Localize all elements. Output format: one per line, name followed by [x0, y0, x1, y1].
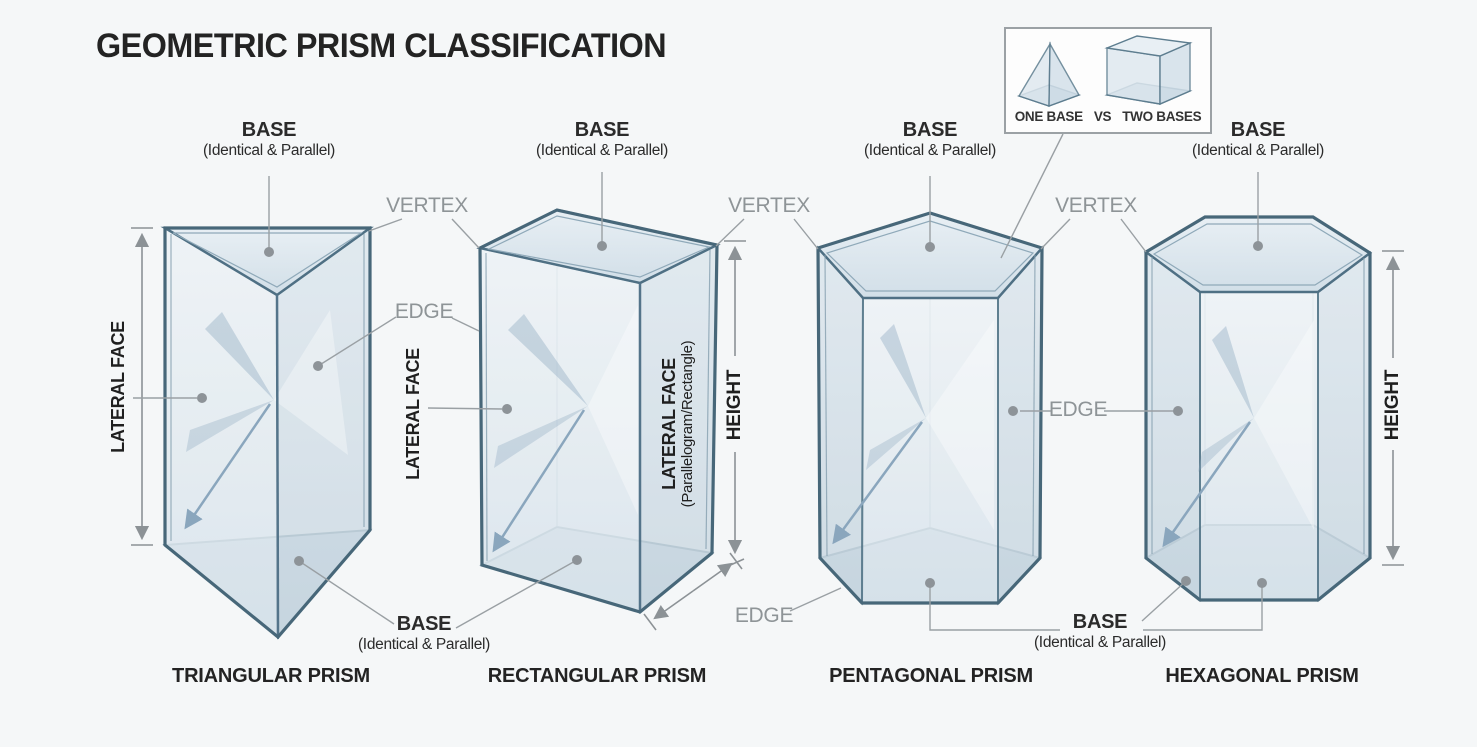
caption-rectangular-prism: RECTANGULAR PRISM — [487, 665, 707, 687]
height-label-hexagonal: HEIGHT — [1382, 369, 1403, 441]
pentagonal-prism-figure — [815, 211, 1045, 606]
lateral-face-label-rectangular: LATERAL FACE — [403, 348, 423, 480]
base-label-text: BASE — [1072, 611, 1128, 633]
page-title: GEOMETRIC PRISM CLASSIFICATION — [96, 27, 667, 65]
base-label-sub: (Identical & Parallel) — [202, 142, 336, 159]
base-label-top-pentagonal: BASE (Identical & Parallel) — [864, 120, 996, 160]
lateral-face-text: LATERAL FACE — [108, 321, 128, 453]
triangular-prism-figure — [160, 226, 374, 640]
vertex-label-1: VERTEX — [386, 194, 468, 217]
lateral-face-sub-text: (Parallelogram/Rectangle) — [679, 340, 696, 508]
two-bases-label: TWO BASES — [1122, 109, 1202, 124]
base-label-top-triangular: BASE (Identical & Parallel) — [203, 120, 335, 160]
base-label-top-hexagonal: BASE (Identical & Parallel) — [1192, 120, 1324, 160]
base-label-sub: (Identical & Parallel) — [357, 636, 491, 653]
base-label-text: BASE — [241, 119, 297, 141]
lateral-face-label-rectangular-right: LATERAL FACE (Parallelogram/Rectangle) — [659, 341, 697, 508]
vertex-label-2: VERTEX — [728, 194, 810, 217]
caption-pentagonal-prism: PENTAGONAL PRISM — [829, 665, 1033, 687]
hexagonal-prism-figure — [1143, 215, 1373, 603]
base-label-bottom-right: BASE (Identical & Parallel) — [1034, 612, 1166, 652]
base-label-text: BASE — [574, 119, 630, 141]
base-label-sub: (Identical & Parallel) — [1191, 142, 1325, 159]
edge-label-3: EDGE — [734, 604, 794, 627]
base-label-top-rectangular: BASE (Identical & Parallel) — [536, 120, 668, 160]
base-label-text: BASE — [1230, 119, 1286, 141]
vertex-label-3: VERTEX — [1055, 194, 1137, 217]
rectangular-prism-figure — [476, 208, 721, 615]
inset-legend-caption: ONE BASE VS TWO BASES — [1004, 109, 1212, 124]
height-label-rectangular: HEIGHT — [724, 369, 745, 441]
lateral-face-text: LATERAL FACE — [403, 348, 423, 480]
prism-icon — [1104, 35, 1193, 106]
one-base-label: ONE BASE — [1014, 109, 1083, 124]
leader-lines — [268, 133, 1263, 631]
base-label-sub: (Identical & Parallel) — [1033, 634, 1167, 651]
edge-label-1: EDGE — [394, 300, 454, 323]
lateral-face-label-triangular: LATERAL FACE — [108, 321, 128, 453]
base-label-text: BASE — [902, 119, 958, 141]
caption-hexagonal-prism: HEXAGONAL PRISM — [1165, 665, 1359, 687]
measure-arrows — [131, 227, 1404, 631]
base-label-sub: (Identical & Parallel) — [535, 142, 669, 159]
lateral-face-leaders — [133, 397, 503, 410]
caption-triangular-prism: TRIANGULAR PRISM — [172, 665, 370, 687]
vs-label: VS — [1093, 109, 1112, 124]
base-label-bottom-left: BASE (Identical & Parallel) — [358, 614, 490, 654]
annotation-dots — [197, 241, 1267, 588]
lateral-face-text: LATERAL FACE — [659, 358, 679, 490]
pyramid-icon — [1016, 41, 1082, 108]
base-label-text: BASE — [396, 613, 452, 635]
edge-label-2: EDGE — [1048, 398, 1108, 421]
base-label-sub: (Identical & Parallel) — [863, 142, 997, 159]
